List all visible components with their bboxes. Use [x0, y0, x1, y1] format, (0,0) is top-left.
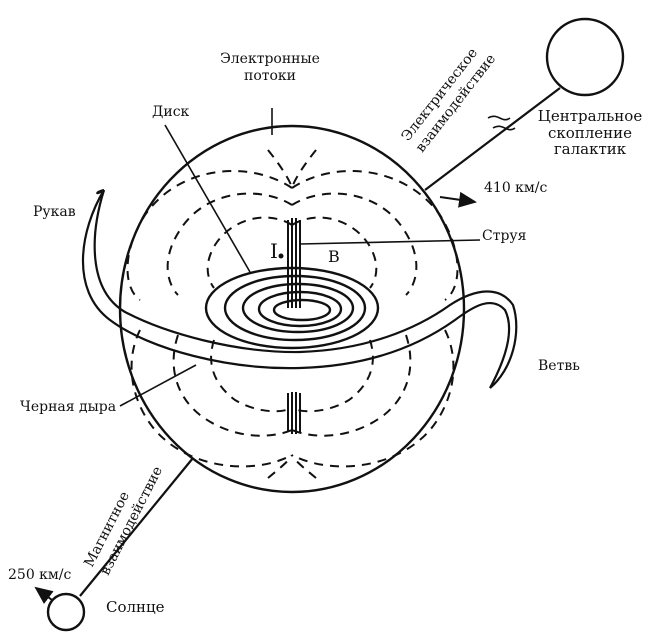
- label-sun: Солнце: [106, 598, 165, 616]
- label-speed-sun: 250 км/с: [8, 567, 72, 583]
- label-electron-flows-2: потоки: [244, 68, 296, 84]
- label-speed-galaxy: 410 км/с: [484, 180, 548, 196]
- sun-sphere: [46, 592, 86, 632]
- blackhole-leader: [119, 364, 197, 407]
- break-mark: [487, 115, 516, 131]
- magnetic-interaction-label: Магнитное взаимодействие: [81, 464, 166, 578]
- jet-upper: [287, 218, 301, 308]
- galaxy-halo-outline: [118, 124, 466, 494]
- label-jet: Струя: [482, 228, 527, 244]
- label-branch: Ветвь: [538, 358, 580, 374]
- label-cluster-2: скопление: [548, 124, 632, 142]
- label-cluster-3: галактик: [554, 140, 627, 158]
- label-current-symbol: I: [270, 239, 278, 263]
- label-field-symbol: B: [328, 247, 340, 266]
- label-black-hole: Черная дыра: [20, 399, 116, 415]
- label-electron-flows-1: Электронные: [220, 51, 320, 67]
- disk-leader: [164, 124, 251, 273]
- field-lines-upper: [126, 149, 459, 301]
- current-dot: [278, 253, 284, 259]
- electric-interaction-label: Электрическое взаимодействие: [399, 45, 500, 155]
- label-cluster-1: Центральное: [538, 107, 643, 125]
- label-arm: Рукав: [33, 204, 76, 220]
- label-disk: Диск: [152, 104, 190, 120]
- galaxy-velocity-arrow: [439, 191, 477, 208]
- spiral-arm-band: [81, 188, 518, 389]
- electric-interaction-line: [424, 87, 561, 191]
- galaxy-cluster-sphere: [545, 17, 625, 97]
- sun-velocity-arrow: [34, 586, 54, 604]
- jet-leader: [299, 239, 481, 245]
- magnetic-interaction-line: [79, 457, 194, 597]
- jet-lower: [287, 392, 301, 434]
